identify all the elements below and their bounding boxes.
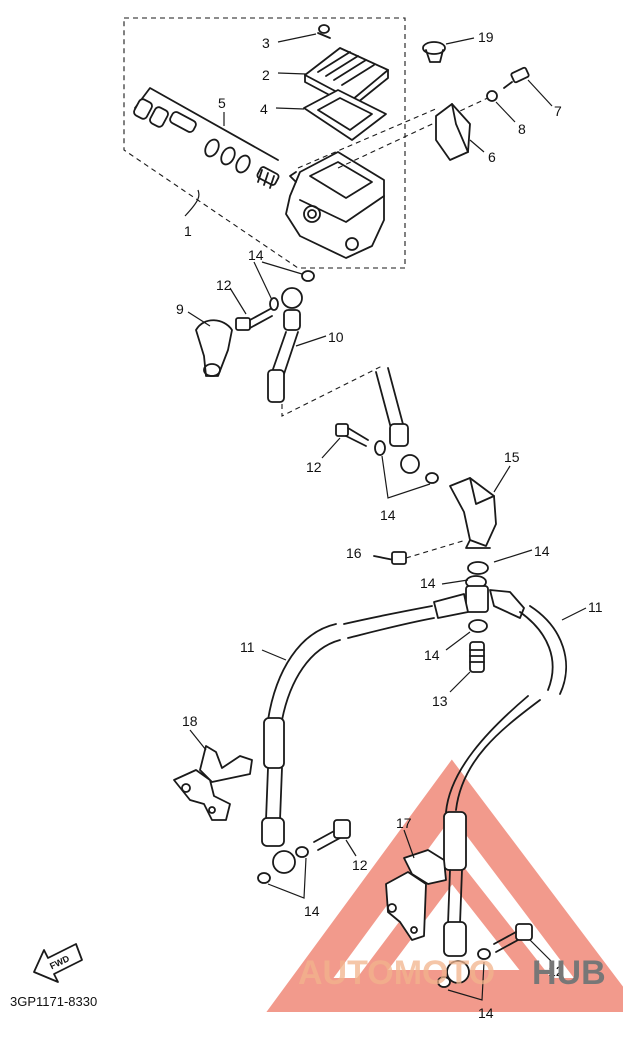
label-part-15: 15: [504, 449, 520, 465]
screw-3: [277, 24, 331, 43]
label-part-14-mid: 14: [380, 507, 396, 523]
washer-8: [486, 90, 516, 123]
watermark-text-hub: HUB: [532, 954, 606, 992]
leader-14-c: [493, 549, 533, 563]
union-bolt-12-top: [229, 287, 273, 331]
label-part-12-top: 12: [216, 277, 232, 293]
washer-14-top-b: [301, 270, 315, 282]
washer-14-joint-top: [467, 561, 489, 575]
washer-14-mid-b: [425, 472, 439, 484]
washer-14-lower-left-a: [257, 872, 271, 884]
label-part-5: 5: [218, 95, 226, 111]
leader-14-g: [447, 961, 485, 1001]
master-cylinder-body-1: [285, 151, 385, 259]
label-part-14-top: 14: [248, 247, 264, 263]
label-part-12-mid: 12: [306, 459, 322, 475]
label-part-11-right: 11: [588, 599, 603, 615]
master-cylinder-group-box: [123, 17, 406, 269]
hose-continuation-box: [281, 365, 383, 417]
label-part-1: 1: [184, 223, 192, 239]
label-part-8: 8: [518, 121, 526, 137]
union-bolt-12-lower-right: [493, 923, 553, 963]
hose-bracket-18: [173, 729, 253, 821]
assembly-line-lever: [297, 107, 439, 169]
hose-bracket-17: [385, 829, 447, 941]
washer-14-joint-bottom: [468, 619, 488, 633]
brake-hose-10-lower-end: [375, 367, 420, 474]
label-part-18: 18: [182, 713, 198, 729]
watermark-text: AUTOMOTO HUB: [298, 954, 606, 992]
leader-1: [184, 189, 200, 217]
label-part-12-lower-left: 12: [352, 857, 368, 873]
label-part-14-lower-right: 14: [478, 1005, 494, 1021]
piston-kit-5: [133, 87, 280, 189]
leader-14-d: [441, 579, 469, 585]
brake-hose-11-right: [443, 605, 587, 984]
union-bolt-12-lower-left: [313, 819, 357, 857]
label-part-13: 13: [432, 693, 448, 709]
label-part-2: 2: [262, 67, 270, 83]
label-part-10: 10: [328, 329, 344, 345]
watermark-triangle-outer: [266, 759, 623, 1012]
label-part-19: 19: [478, 29, 494, 45]
watermark-text-automoto: AUTOMOTO: [298, 954, 495, 992]
leader-14-a: [253, 261, 273, 301]
washer-14-lower-right-a: [477, 948, 491, 960]
label-part-14-joint-left: 14: [420, 575, 436, 591]
label-part-14-lower-left: 14: [304, 903, 320, 919]
brake-hose-10: [267, 287, 327, 403]
label-part-9: 9: [176, 301, 184, 317]
label-part-14-joint-bottom: 14: [424, 647, 440, 663]
fwd-arrow: FWD: [33, 943, 83, 983]
bolt-13: [449, 641, 485, 693]
joint-bracket-15: [449, 465, 511, 549]
washer-14-top-a: [269, 297, 279, 311]
label-part-11-left: 11: [240, 639, 255, 655]
label-part-17: 17: [396, 815, 412, 831]
leader-14-b: [261, 261, 303, 275]
label-part-3: 3: [262, 35, 270, 51]
bolt-16: [373, 539, 467, 565]
union-bolt-12-mid: [321, 423, 369, 459]
label-part-4: 4: [260, 101, 268, 117]
label-part-12-lower-right: 12: [548, 963, 564, 979]
holder-6: [435, 103, 485, 161]
washer-14-lower-left-b: [295, 846, 309, 858]
cover-9: [187, 311, 233, 377]
label-part-7: 7: [554, 103, 562, 119]
three-way-joint: [433, 561, 525, 633]
leader-14-e: [445, 631, 471, 651]
label-part-16: 16: [346, 545, 362, 561]
assembly-line-bolt: [337, 95, 493, 169]
washer-14-mid-a: [374, 440, 386, 456]
label-part-14-joint-right: 14: [534, 543, 550, 559]
brake-hose-11-left: [261, 605, 435, 874]
diaphragm-4: [275, 89, 387, 141]
bolt-7: [503, 66, 553, 107]
washer-14-lower-right-b: [437, 976, 451, 988]
drawing-code: 3GP1171-8330: [10, 994, 97, 1009]
part-labels: 1 2 3 4 5 6 7 8 9 10 11 11 12 12 12 12 1…: [176, 29, 603, 1021]
leader-14-f: [267, 857, 307, 899]
leader-14-mid: [381, 455, 431, 499]
cover-cap-19: [422, 37, 475, 63]
label-part-6: 6: [488, 149, 496, 165]
